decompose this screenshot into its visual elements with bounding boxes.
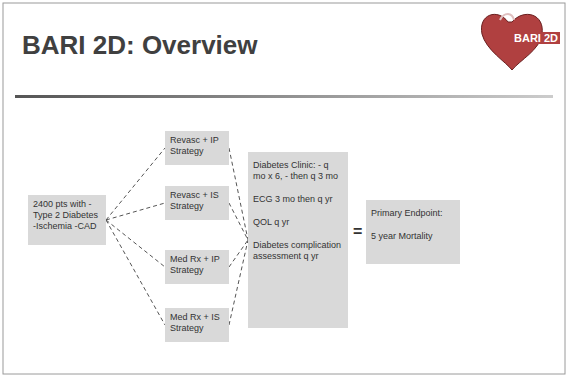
arm-box: Revasc + IS Strategy <box>165 186 229 220</box>
dashed-connector <box>106 148 165 220</box>
box-text: Revasc + IS Strategy <box>170 190 224 212</box>
box-text: QOL q yr <box>253 217 343 228</box>
box-text: 2400 pts with -Type 2 Diabetes -Ischemia… <box>33 199 101 232</box>
title-rule <box>15 95 553 98</box>
population-box: 2400 pts with -Type 2 Diabetes -Ischemia… <box>28 195 106 245</box>
dashed-connector <box>229 203 248 240</box>
dashed-connector <box>106 220 165 325</box>
box-text: ECG 3 mo then q yr <box>253 194 343 205</box>
slide-title: BARI 2D: Overview <box>22 30 258 61</box>
arm-box: Med Rx + IS Strategy <box>165 308 229 342</box>
follow-up-box: Diabetes Clinic: - q mo x 6, - then q 3 … <box>248 152 348 328</box>
endpoint-box: Primary Endpoint: 5 year Mortality <box>366 200 460 264</box>
dashed-connector <box>229 240 248 325</box>
box-text: 5 year Mortality <box>371 231 455 242</box>
dashed-connector <box>106 220 165 267</box>
equals-sign: = <box>353 223 362 241</box>
box-text: Primary Endpoint: <box>371 208 455 219</box>
arm-box: Med Rx + IP Strategy <box>165 250 229 284</box>
box-text: Med Rx + IP Strategy <box>170 254 224 276</box>
logo-label: BARI 2D <box>512 32 560 44</box>
dashed-connector <box>106 203 165 220</box>
box-text: Diabetes complication assessment q yr <box>253 240 343 262</box>
slide-border <box>3 3 565 374</box>
dashed-connector <box>229 148 248 240</box>
box-text: Med Rx + IS Strategy <box>170 312 224 334</box>
arm-box: Revasc + IP Strategy <box>165 131 229 165</box>
box-text: Diabetes Clinic: - q mo x 6, - then q 3 … <box>253 160 343 182</box>
box-text: Revasc + IP Strategy <box>170 135 224 157</box>
